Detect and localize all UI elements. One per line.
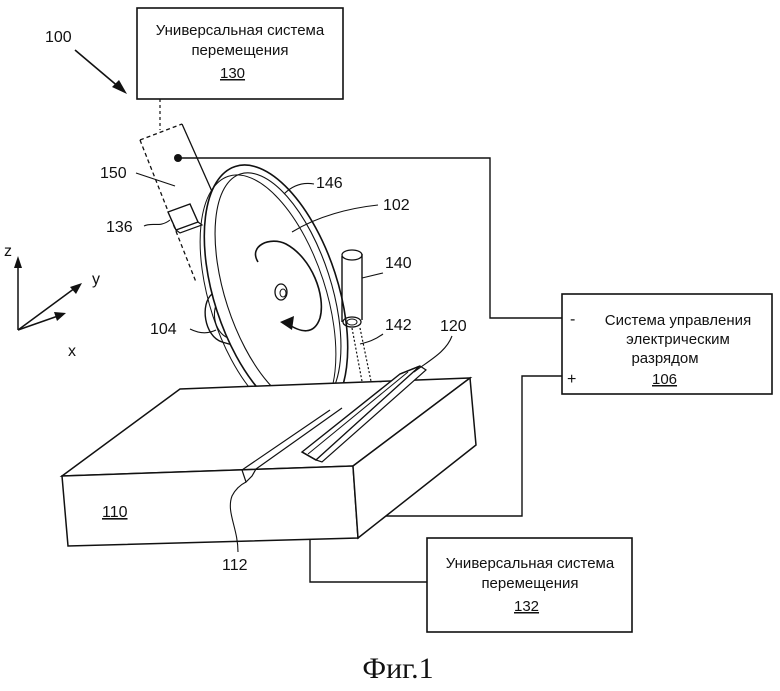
discharge-control-block-106: Система управления электрическим разрядо…	[561, 293, 773, 395]
ref-100-arrow	[74, 49, 127, 94]
figure-caption: Фиг.1	[362, 652, 433, 685]
axis-x-label: x	[68, 343, 76, 360]
ref-150: 150	[100, 165, 127, 182]
ref-136: 136	[106, 219, 133, 236]
ref-112: 112	[222, 557, 248, 574]
block-130-ref: 130	[220, 65, 245, 82]
label-112: 112	[222, 481, 248, 574]
block-106-line3: разрядом	[631, 350, 698, 367]
block-130-line1: Универсальная система	[156, 22, 325, 39]
ref-102: 102	[383, 197, 410, 214]
label-136: 136	[106, 219, 171, 236]
label-102: 102	[291, 197, 410, 233]
ref-140: 140	[385, 255, 412, 272]
block-130-line2: перемещения	[191, 42, 288, 59]
minus-terminal: -	[570, 311, 575, 328]
ref-120: 120	[440, 318, 467, 335]
axis-z-label: z	[4, 243, 12, 260]
workpiece-electrode-120	[300, 365, 427, 463]
label-120: 120	[413, 318, 467, 373]
figure-ref-100: 100	[45, 29, 72, 46]
electrode-rod-140	[341, 249, 363, 328]
block-106-line2: электрическим	[626, 331, 730, 348]
gap-142	[351, 327, 373, 393]
ref-104: 104	[150, 321, 177, 338]
ref-146: 146	[316, 175, 343, 192]
block-132-line2: перемещения	[481, 575, 578, 592]
spindle-arm-150	[139, 123, 215, 283]
wire-table-to-block-132	[309, 536, 427, 583]
block-106-line1: Система управления	[605, 312, 751, 329]
label-142: 142	[359, 317, 412, 345]
axis-y-label: y	[92, 271, 100, 288]
sensor-136	[167, 203, 204, 234]
ref-110: 110	[102, 504, 128, 521]
block-132-line1: Универсальная система	[446, 555, 615, 572]
wire-arm-to-minus	[174, 154, 562, 319]
ref-142: 142	[385, 317, 412, 334]
motion-system-block-130: Универсальная система перемещения 130	[136, 7, 344, 100]
motion-system-block-132: Универсальная система перемещения 132	[426, 537, 633, 633]
label-104: 104	[150, 321, 217, 338]
block-106-ref: 106	[652, 371, 677, 388]
coordinate-axes: z y x	[4, 243, 100, 360]
label-150: 150	[100, 165, 176, 187]
label-140: 140	[361, 255, 412, 279]
label-110: 110	[102, 504, 128, 521]
block-132-ref: 132	[514, 598, 539, 615]
plus-terminal: +	[567, 371, 576, 388]
label-146: 146	[283, 175, 343, 195]
